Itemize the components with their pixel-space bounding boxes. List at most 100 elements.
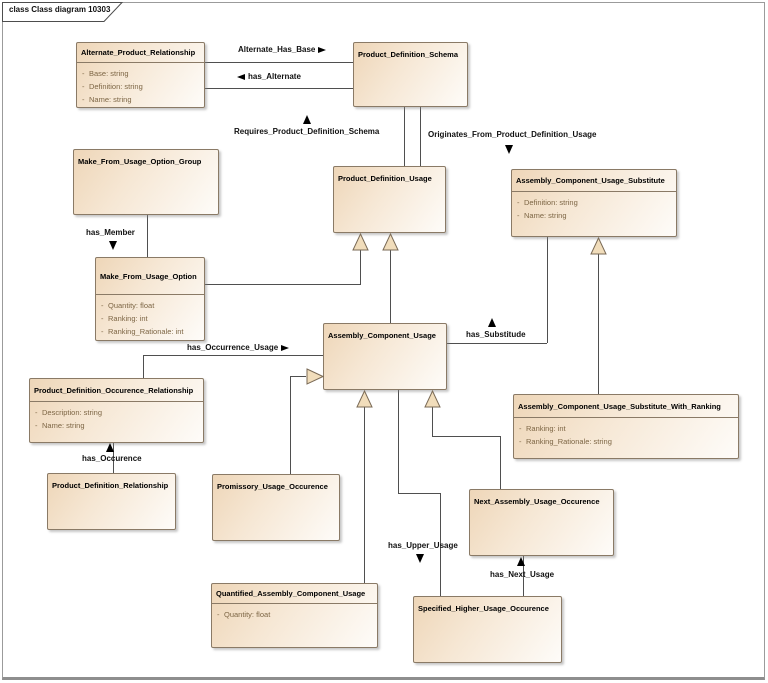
class-name: Quantified_Assembly_Component_Usage [212,584,377,604]
connector-label-alternate-has-base: Alternate_Has_Base [238,45,327,54]
connector-line [360,250,361,285]
connector-label-has-upper-usage: has_Upper_Usage [388,541,458,550]
class-next-assembly-usage-occurence[interactable]: Next_Assembly_Usage_Occurence [469,489,614,556]
generalization-arrow-icon [352,233,369,251]
connector-line [447,343,547,344]
attribute-text: Base: string [89,69,129,78]
class-name: Assembly_Component_Usage_Substitute_With… [514,395,738,418]
direction-arrow-right-icon [318,46,327,53]
label-text: has_Substitude [466,330,526,339]
class-name: Product_Definition_Occurence_Relationshi… [30,379,203,402]
connector-line [113,443,114,473]
class-make-from-usage-option-group[interactable]: Make_From_Usage_Option_Group [73,149,219,215]
visibility-marker: - [517,211,520,220]
attribute-text: Definition: string [524,198,578,207]
diagram-title: class Class diagram 10303 [9,5,111,14]
direction-arrow-up-icon [488,318,496,327]
direction-arrow-left-icon [237,73,245,80]
generalization-arrow-icon [306,368,324,385]
generalization-arrow-icon [424,390,441,408]
generalization-arrow-icon [356,390,373,408]
attribute-text: Quantity: float [224,610,271,619]
class-name: Make_From_Usage_Option_Group [78,157,202,166]
class-name: Product_Definition_Relationship [52,481,169,490]
connector-line [143,355,323,356]
class-name: Make_From_Usage_Option [96,258,204,295]
class-attribute: -Name: string [30,419,203,432]
class-name: Product_Definition_Usage [338,174,432,183]
class-specified-higher-usage-occurence[interactable]: Specified_Higher_Usage_Occurence [413,596,562,663]
label-text: has_Occurrence_Usage [187,343,279,352]
class-attribute: -Name: string [512,209,676,222]
attribute-text: Name: string [89,95,132,104]
class-attribute: -Ranking: int [96,312,204,325]
connector-line [205,88,353,89]
attribute-text: Definition: string [89,82,143,91]
class-product-definition-relationship[interactable]: Product_Definition_Relationship [47,473,176,530]
attribute-text: Name: string [42,421,85,430]
connector-line [398,390,399,493]
connector-line [523,556,524,596]
connector-label-has-occurence: has_Occurence [82,454,142,463]
generalization-arrow-icon [382,233,399,251]
label-text: has_Alternate [248,72,301,81]
class-quantified-assembly-component-usage[interactable]: Quantified_Assembly_Component_Usage -Qua… [211,583,378,648]
connector-line [500,436,501,489]
class-attribute: -Name: string [77,93,204,106]
visibility-marker: - [217,610,220,619]
class-attribute: -Definition: string [512,196,676,209]
class-attributes: -Quantity: float [212,604,377,621]
diagram-tab-shape [2,2,124,22]
direction-arrow-down-icon [109,241,117,250]
class-product-definition-schema[interactable]: Product_Definition_Schema [353,42,468,107]
connector-line [547,237,548,343]
class-attribute: -Ranking: int [514,422,738,435]
connector-line [432,407,433,437]
attribute-text: Ranking_Rationale: string [526,437,612,446]
connector-line [290,376,291,474]
direction-arrow-down-icon [416,554,424,563]
label-text: has_Occurence [82,454,142,463]
attribute-text: Ranking: int [526,424,566,433]
visibility-marker: - [517,198,520,207]
label-text: has_Member [86,228,135,237]
connector-label-requires-pds: Requires_Product_Definition_Schema [234,127,379,136]
class-make-from-usage-option[interactable]: Make_From_Usage_Option -Quantity: float … [95,257,205,341]
class-attributes: -Definition: string -Name: string [512,192,676,222]
connector-line [205,284,361,285]
class-name: Product_Definition_Schema [358,50,459,59]
connector-label-has-next-usage: has_Next_Usage [490,570,554,579]
connector-line [440,493,441,596]
class-promissory-usage-occurence[interactable]: Promissory_Usage_Occurence [212,474,340,541]
connector-line [290,376,306,377]
connector-line [404,107,405,166]
class-product-definition-occurence-relationship[interactable]: Product_Definition_Occurence_Relationshi… [29,378,204,443]
class-attribute: -Base: string [77,67,204,80]
class-attribute: -Ranking_Rationale: string [514,435,738,448]
class-attribute: -Quantity: float [212,608,377,621]
class-name: Assembly_Component_Usage_Substitute [512,170,676,192]
visibility-marker: - [519,437,522,446]
class-alternate-product-relationship[interactable]: Alternate_Product_Relationship -Base: st… [76,42,205,108]
visibility-marker: - [82,95,85,104]
connector-line [143,355,144,378]
connector-line [420,107,421,166]
visibility-marker: - [101,327,104,336]
class-assembly-component-usage-substitute-with-ranking[interactable]: Assembly_Component_Usage_Substitute_With… [513,394,739,459]
class-product-definition-usage[interactable]: Product_Definition_Usage [333,166,446,233]
connector-line [147,215,148,257]
direction-arrow-down-icon [505,145,513,154]
class-attribute: -Quantity: float [96,299,204,312]
direction-arrow-up-icon [517,557,525,566]
attribute-text: Description: string [42,408,103,417]
attribute-text: Quantity: float [108,301,155,310]
generalization-arrow-icon [590,237,607,255]
visibility-marker: - [82,69,85,78]
class-attribute: -Description: string [30,406,203,419]
label-text: Originates_From_Product_Definition_Usage [428,130,597,139]
class-assembly-component-usage-substitute[interactable]: Assembly_Component_Usage_Substitute -Def… [511,169,677,237]
connector-label-has-substitude: has_Substitude [466,330,526,339]
class-assembly-component-usage[interactable]: Assembly_Component_Usage [323,323,447,390]
label-text: Alternate_Has_Base [238,45,316,54]
